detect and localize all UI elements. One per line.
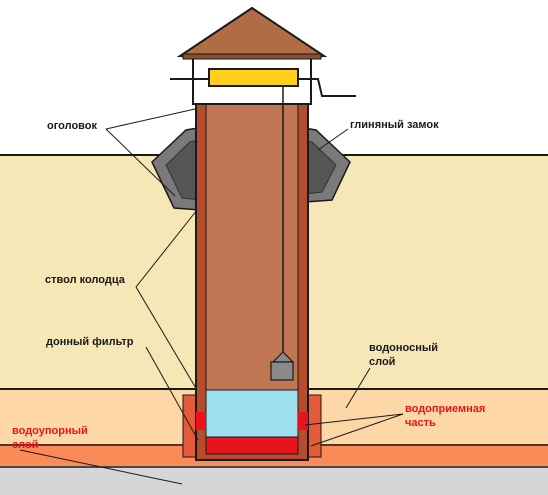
label-vodouporny-2: слой xyxy=(12,439,39,451)
leader-ogolovok-2 xyxy=(105,128,176,197)
intake-right-slot xyxy=(298,412,308,430)
label-vodopriemnaya-2: часть xyxy=(405,417,436,429)
bottom-filter xyxy=(205,436,299,455)
windlass-handle xyxy=(298,78,356,97)
well-shaft-inner xyxy=(205,99,299,391)
label-vodouporny-1: водоупорный xyxy=(12,425,88,437)
label-ogolovok: оголовок xyxy=(47,120,98,132)
gravel-bottom xyxy=(0,466,548,495)
water-column xyxy=(205,389,299,438)
leader-stvol-1 xyxy=(135,209,198,288)
label-vodonosny-2: слой xyxy=(369,356,396,368)
leader-lines xyxy=(19,108,404,485)
leader-vodouporny xyxy=(19,449,183,485)
label-glinyany-zamok: глиняный замок xyxy=(350,119,439,131)
label-stvol-kolodtsa: ствол колодца xyxy=(45,274,125,286)
label-donny-filtr: донный фильтр xyxy=(46,336,134,348)
leader-vodopriem-2 xyxy=(310,413,404,447)
leader-ogolovok-1 xyxy=(105,108,196,130)
leader-zamok xyxy=(317,128,349,151)
label-vodonosny-1: водоносный xyxy=(369,342,439,354)
leader-vodonosny xyxy=(345,367,371,409)
intake-left-slot xyxy=(196,412,206,430)
label-vodopriemnaya-1: водоприемная xyxy=(405,403,486,415)
roof-eave xyxy=(182,53,322,60)
bucket xyxy=(270,361,294,381)
leader-filtr xyxy=(145,346,199,441)
windlass-drum xyxy=(208,68,299,87)
leader-stvol-2 xyxy=(135,286,198,391)
leader-vodopriem-1 xyxy=(304,413,404,426)
